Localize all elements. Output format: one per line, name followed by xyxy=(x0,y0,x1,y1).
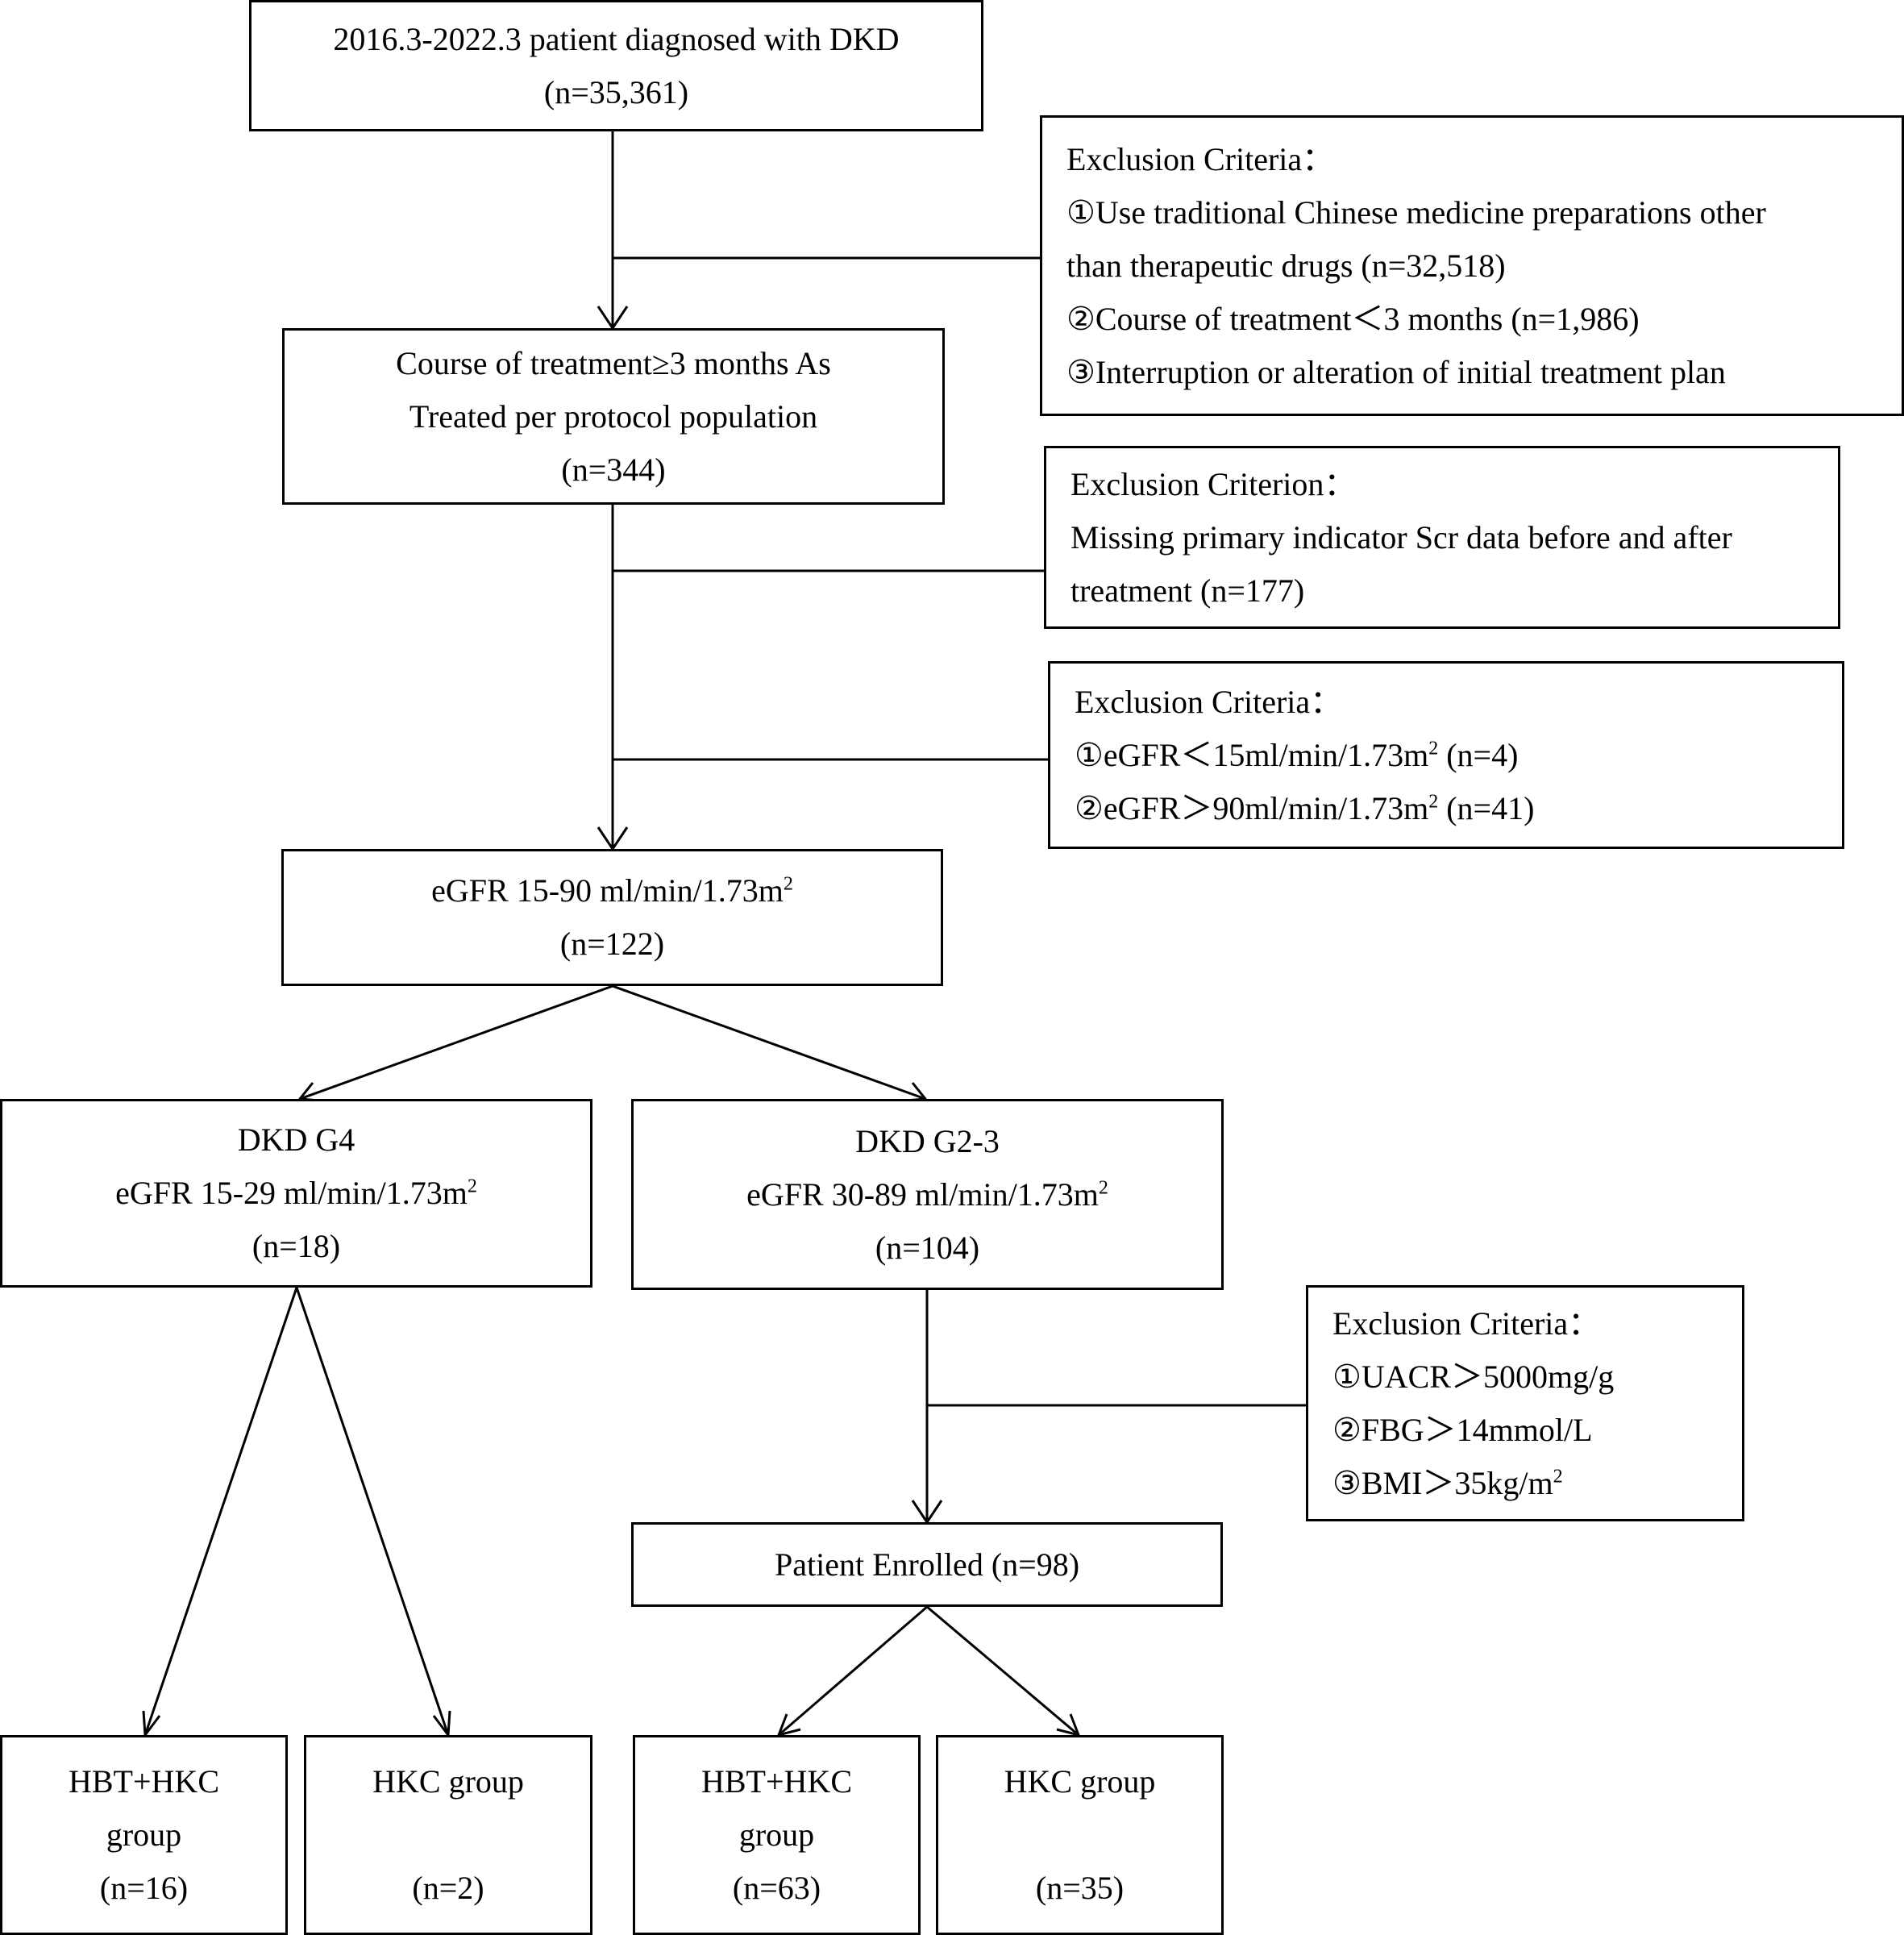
course-line2: Treated per protocol population xyxy=(409,397,818,435)
connector-egfr-g4 xyxy=(299,984,613,1101)
start-line1: 2016.3-2022.3 patient diagnosed with DKD xyxy=(333,20,900,57)
exclusion4-title: Exclusion Criteria： xyxy=(1332,1305,1601,1342)
exclusion2-title: Exclusion Criterion： xyxy=(1070,465,1357,502)
exclusion3-item1: ①eGFR＜15ml/min/1.73m2 (n=4) xyxy=(1075,736,1519,773)
exclusion3-item2: ②eGFR＞90ml/min/1.73m2 (n=41) xyxy=(1075,789,1535,826)
connector-enrolled-hkc xyxy=(926,1605,1079,1737)
exclusion4-item1: ①UACR＞5000mg/g xyxy=(1332,1358,1615,1395)
g23-egfr: eGFR 30-89 ml/min/1.73m2 xyxy=(746,1176,1108,1213)
g23-hbt-line2: group xyxy=(738,1816,815,1853)
egfr-count: (n=122) xyxy=(559,926,665,962)
exclusion-criteria-box-3: Exclusion Criteria： ①eGFR＜15ml/min/1.73m… xyxy=(1048,661,1844,849)
start-population-box: 2016.3-2022.3 patient diagnosed with DKD… xyxy=(249,0,983,131)
connector-enrolled-hbt xyxy=(778,1605,928,1737)
treated-per-protocol-box: Course of treatment≥3 months As Treated … xyxy=(282,328,945,505)
exclusion4-item3: ③BMI＞35kg/m2 xyxy=(1332,1464,1563,1501)
g4-hbt-line1: HBT+HKC xyxy=(68,1763,219,1800)
exclusion1-item1b: than therapeutic drugs (n=32,518) xyxy=(1066,247,1506,284)
start-count: (n=35,361) xyxy=(543,73,689,110)
exclusion-criteria-box-1: Exclusion Criteria： ①Use traditional Chi… xyxy=(1040,115,1904,416)
course-line1: Course of treatment≥3 months As xyxy=(396,344,831,381)
g4-hbt-hkc-group-box: HBT+HKC group (n=16) xyxy=(0,1735,288,1935)
exclusion1-item3: ③Interruption or alteration of initial t… xyxy=(1066,353,1726,390)
g4-hkc-line1: HKC group xyxy=(372,1763,524,1800)
exclusion-criterion-box-2: Exclusion Criterion： Missing primary ind… xyxy=(1044,446,1840,629)
exclusion1-item2: ②Course of treatment＜3 months (n=1,986) xyxy=(1066,300,1640,337)
patient-enrolled-box: Patient Enrolled (n=98) xyxy=(631,1522,1223,1607)
exclusion4-item2: ②FBG＞14mmol/L xyxy=(1332,1411,1593,1448)
enrolled-label: Patient Enrolled (n=98) xyxy=(774,1546,1080,1583)
g4-count: (n=18) xyxy=(252,1228,341,1264)
exclusion3-title: Exclusion Criteria： xyxy=(1075,683,1343,720)
connector-g4-hkc xyxy=(295,1287,450,1736)
g23-title: DKD G2-3 xyxy=(855,1122,1000,1159)
g4-hbt-count: (n=16) xyxy=(99,1870,189,1906)
g4-title: DKD G4 xyxy=(237,1121,355,1158)
exclusion1-item1a: ①Use traditional Chinese medicine prepar… xyxy=(1066,194,1766,231)
egfr-range-box: eGFR 15-90 ml/min/1.73m2 (n=122) xyxy=(281,849,943,986)
g23-hbt-count: (n=63) xyxy=(732,1870,821,1906)
g23-count: (n=104) xyxy=(875,1229,980,1266)
g4-hbt-line2: group xyxy=(106,1816,182,1853)
g23-hbt-line1: HBT+HKC xyxy=(700,1763,852,1800)
connector-g4-hbt xyxy=(143,1287,298,1736)
dkd-g2-3-box: DKD G2-3 eGFR 30-89 ml/min/1.73m2 (n=104… xyxy=(631,1099,1224,1290)
g4-egfr: eGFR 15-29 ml/min/1.73m2 xyxy=(115,1175,477,1211)
dkd-g4-box: DKD G4 eGFR 15-29 ml/min/1.73m2 (n=18) xyxy=(0,1099,592,1288)
exclusion2-line2: treatment (n=177) xyxy=(1070,572,1305,609)
egfr-line1: eGFR 15-90 ml/min/1.73m2 xyxy=(431,872,793,909)
g23-hkc-line1: HKC group xyxy=(1004,1763,1156,1800)
exclusion1-title: Exclusion Criteria： xyxy=(1066,140,1335,177)
course-count: (n=344) xyxy=(561,451,666,488)
g23-hkc-count: (n=35) xyxy=(1035,1870,1125,1906)
exclusion2-line1: Missing primary indicator Scr data befor… xyxy=(1070,518,1732,556)
g23-hbt-hkc-group-box: HBT+HKC group (n=63) xyxy=(633,1735,921,1935)
connector-egfr-g23 xyxy=(612,984,926,1101)
g4-hkc-group-box: HKC group (n=2) xyxy=(304,1735,592,1935)
exclusion-criteria-box-4: Exclusion Criteria： ①UACR＞5000mg/g ②FBG＞… xyxy=(1306,1285,1744,1521)
g4-hkc-count: (n=2) xyxy=(412,1870,484,1906)
g23-hkc-group-box: HKC group (n=35) xyxy=(936,1735,1224,1935)
